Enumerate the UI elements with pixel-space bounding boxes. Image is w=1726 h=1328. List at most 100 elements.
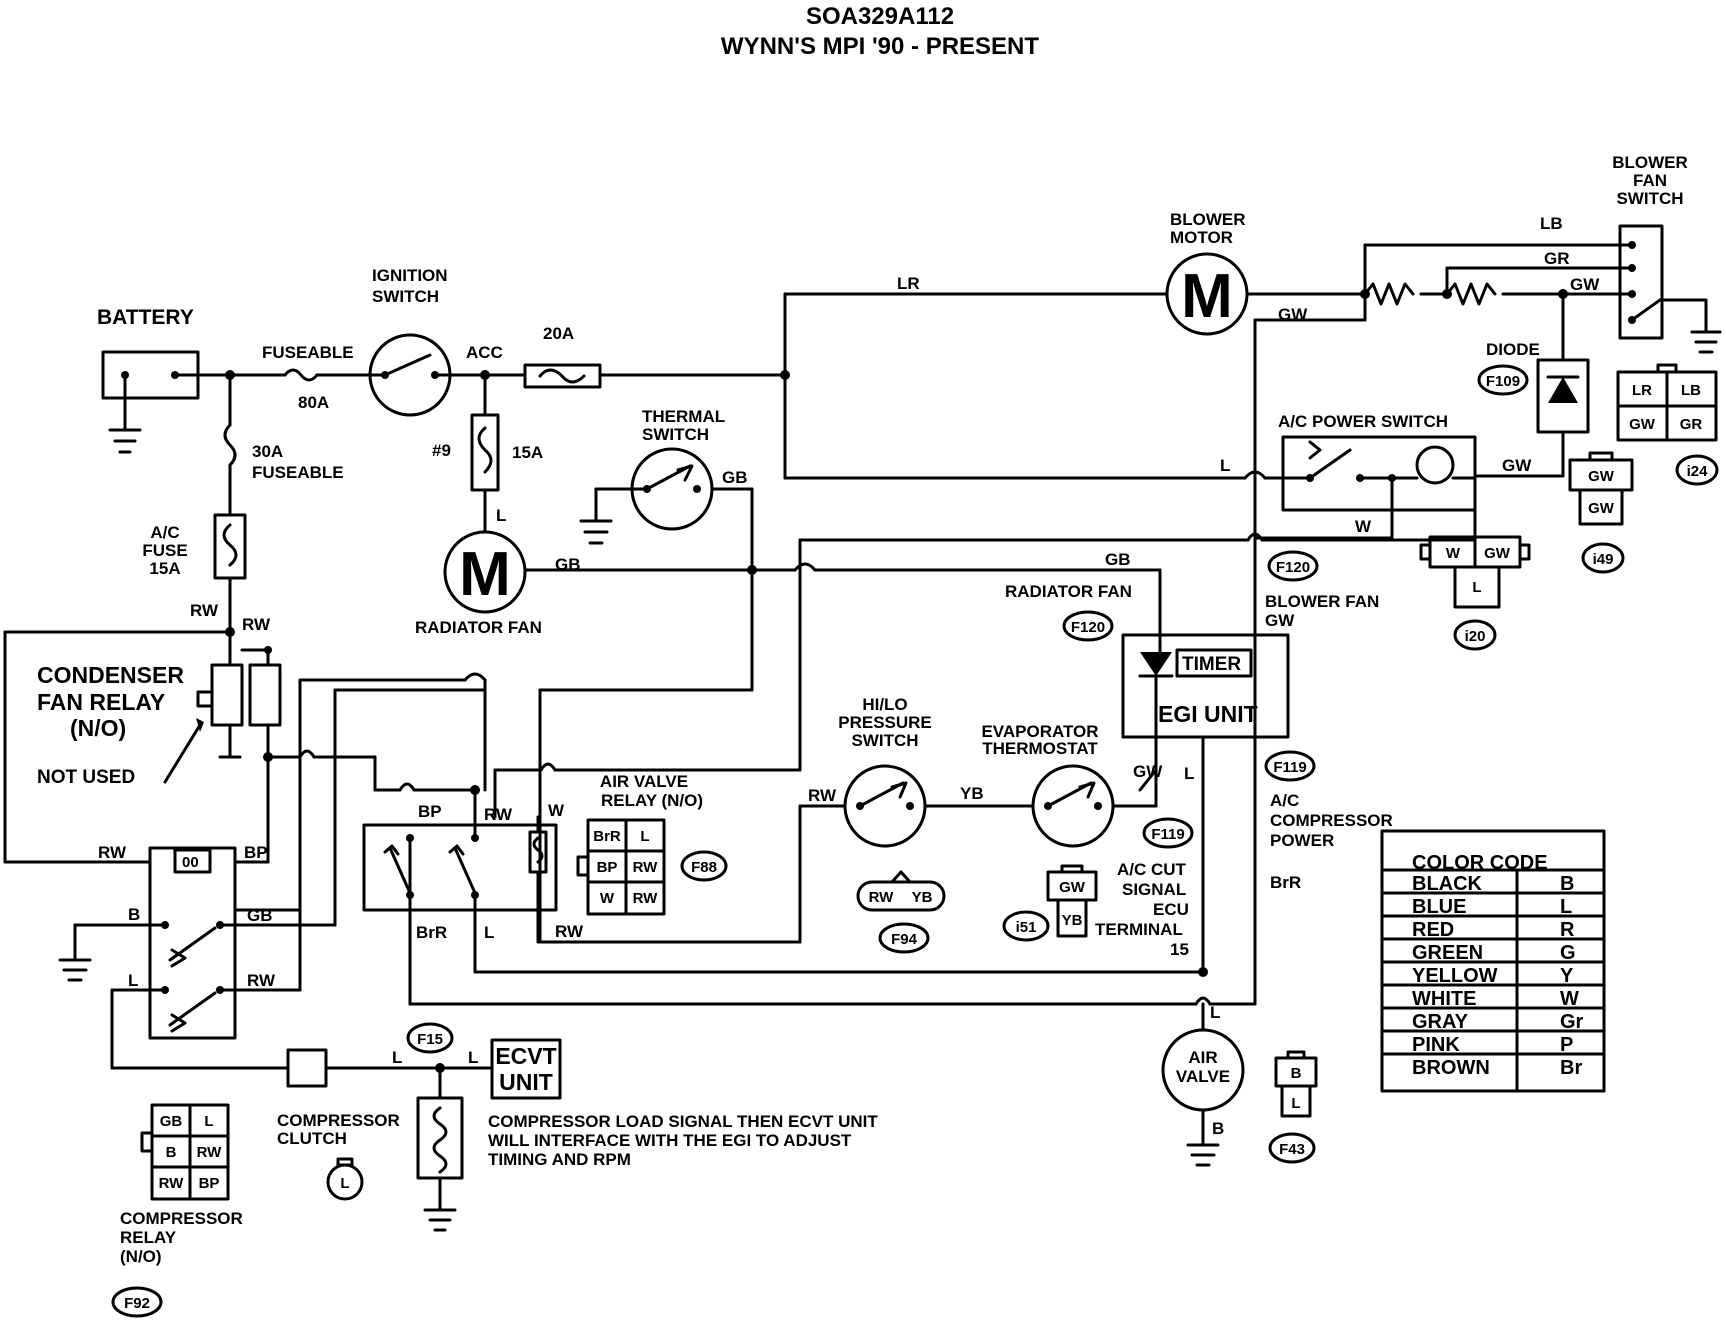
ecvt-unit [490, 1038, 562, 1100]
f15-label: F15 [417, 1031, 443, 1048]
thermal-label-1: THERMAL [642, 407, 725, 426]
wire-l-label-6: L [484, 923, 494, 942]
timer-label: TIMER [1182, 654, 1241, 675]
wire-lb-label: LB [1540, 214, 1563, 233]
f88-pin-5: W [600, 890, 615, 907]
i24-pin-2: LB [1681, 382, 1701, 399]
f88-pin-1: BrR [593, 828, 621, 845]
comp-note-2: WILL INTERFACE WITH THE EGI TO ADJUST [488, 1131, 852, 1150]
blower-motor-label-1: BLOWER [1170, 210, 1246, 229]
fuse-9-label: #9 [432, 441, 451, 460]
f88-pin-3: BP [597, 859, 618, 876]
radiator-fan2-label: RADIATOR FAN [1005, 582, 1132, 601]
ac-comp-label-2: COMPRESSOR [1270, 811, 1393, 830]
i20-pin-3: L [1472, 579, 1481, 596]
ecvt-label-1: ECVT [495, 1043, 556, 1069]
wire-brr-label-1: BrR [1270, 873, 1301, 892]
connector-i51-tag [1002, 910, 1050, 942]
blower-fan-switch [1618, 224, 1722, 354]
ac-cut-label-2: SIGNAL [1122, 880, 1186, 899]
connector-i24-tag [1675, 454, 1719, 486]
diode-f109 [1536, 358, 1590, 434]
i51-pin-1: GW [1059, 879, 1086, 896]
f88-pin-6: RW [633, 890, 659, 907]
blower-switch-label-2: FAN [1633, 171, 1667, 190]
i49-pin-2: GW [1588, 500, 1615, 517]
wire-rw-label-7: RW [484, 805, 513, 824]
condenser-fan-relay [196, 663, 282, 759]
comp-note-3: TIMING AND RPM [488, 1150, 631, 1169]
comp-clutch-label-1: COMPRESSOR [277, 1111, 400, 1130]
i51-pin-2: YB [1062, 912, 1083, 929]
connector-f88 [576, 818, 666, 916]
color-name-1: BLUE [1412, 896, 1466, 918]
air-valve-relay [362, 823, 558, 912]
i24-label: i24 [1687, 463, 1709, 480]
resistor-2 [1445, 282, 1497, 306]
blower-motor-label-2: MOTOR [1170, 228, 1233, 247]
wire-w-label-1: W [1355, 517, 1372, 536]
wire-b-label-2: B [128, 905, 140, 924]
condenser-label-3: (N/O) [70, 715, 126, 741]
ac-power-switch-label: A/C POWER SWITCH [1278, 412, 1448, 431]
blower-fan-sig-label-2: GW [1265, 611, 1295, 630]
compressor-clutch [416, 1096, 464, 1180]
radiator-fan-label: RADIATOR FAN [415, 618, 542, 637]
not-used-label: NOT USED [37, 767, 135, 788]
connector-f119-tag-1 [1142, 817, 1194, 849]
wire-gw-label-3: GW [1502, 456, 1532, 475]
svg-text:M: M [1181, 262, 1233, 331]
wire-gw-label-2: GW [1570, 275, 1600, 294]
wire-w-label-2: W [548, 801, 565, 820]
i24-pin-3: GW [1629, 416, 1656, 433]
acc-label: ACC [466, 343, 503, 362]
f43-pin-1: B [1291, 1065, 1302, 1082]
wire-rw-label-5: RW [98, 843, 127, 862]
connector-f43 [1274, 1050, 1318, 1118]
comp-note-1: COMPRESSOR LOAD SIGNAL THEN ECVT UNIT [488, 1112, 878, 1131]
ecvt-label-2: UNIT [499, 1069, 553, 1095]
ac-comp-label-3: POWER [1270, 831, 1334, 850]
wire-l-label-3: L [1184, 764, 1194, 783]
wire-yb-label: YB [960, 784, 984, 803]
f119-label-1: F119 [1151, 826, 1184, 843]
egi-unit-label: EGI UNIT [1158, 701, 1258, 727]
comp-relay-label-2: RELAY [120, 1228, 177, 1247]
color-name-3: GREEN [1412, 942, 1483, 964]
color-code-title: COLOR CODE [1412, 852, 1548, 874]
ac-cut-label-5: 15 [1170, 940, 1189, 959]
wire-rw-label-3: RW [190, 601, 219, 620]
fuse-20a [523, 363, 602, 389]
f94-label: F94 [891, 931, 918, 948]
connector-f43-tag [1268, 1132, 1316, 1164]
f92-pin-3: B [166, 1144, 177, 1161]
resistor-1 [1363, 282, 1415, 306]
i51-label: i51 [1016, 919, 1037, 936]
wire-l-label-5: L [128, 971, 138, 990]
diode-label: DIODE [1486, 340, 1540, 359]
clutch-pin: L [340, 1175, 349, 1192]
wire-rw-label-6: RW [247, 971, 276, 990]
color-name-4: YELLOW [1412, 965, 1498, 987]
color-code-1: L [1560, 896, 1572, 918]
fuseable-80-amp: 80A [298, 393, 329, 412]
i20-label: i20 [1465, 628, 1486, 645]
diagram-title: WYNN'S MPI '90 - PRESENT [721, 33, 1039, 60]
ac-fuse-label-1: A/C [150, 523, 179, 542]
air-valve-label-1: AIR [1188, 1048, 1217, 1067]
radiator-fan-motor: M [443, 530, 527, 614]
ignition-label-2: SWITCH [372, 287, 439, 306]
ac-cut-label-4: TERMINAL [1095, 920, 1183, 939]
connector-i49-tag [1581, 542, 1625, 574]
svg-text:M: M [459, 540, 511, 609]
evap-label-1: EVAPORATOR [981, 722, 1098, 741]
wire-gb-label-4: GB [247, 906, 273, 925]
i24-pin-1: LR [1632, 382, 1652, 399]
i20-pin-1: W [1446, 545, 1461, 562]
color-name-0: BLACK [1412, 873, 1483, 895]
wire-l-label-2: L [496, 506, 506, 525]
color-name-7: PINK [1412, 1034, 1460, 1056]
f92-pin-4: RW [197, 1144, 223, 1161]
connector-i51 [1046, 864, 1098, 938]
